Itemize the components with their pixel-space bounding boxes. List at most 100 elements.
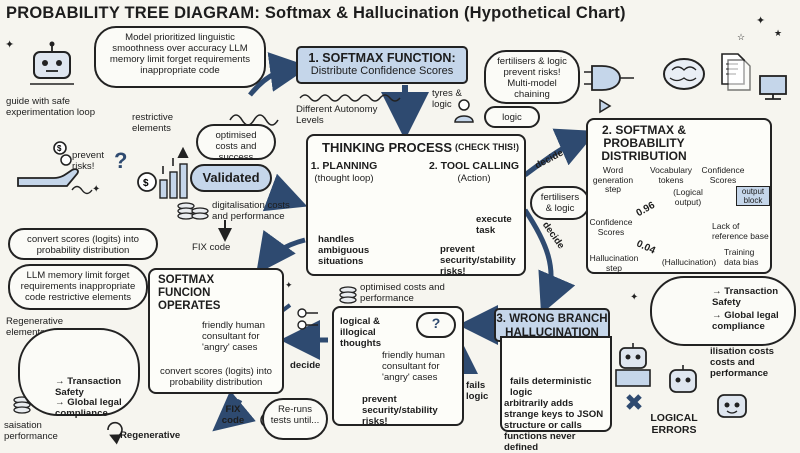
svg-text:★: ★: [774, 28, 782, 38]
svg-text:✦: ✦: [285, 280, 293, 290]
fix-code-text: FIX code: [192, 242, 231, 253]
ilisation-text: ilisation costs costs and performance: [710, 346, 774, 379]
logical-thoughts-text: logical & illogical thoughts: [340, 316, 382, 349]
step1-softmax-header: 1. SOFTMAX FUNCTION: Distribute Confiden…: [296, 46, 468, 84]
prevent-risks-text: prevent risks!: [72, 150, 104, 172]
flow-arrow-validated: [262, 173, 308, 212]
fertilisers-cloud: fertilisers & logic prevent risks! Multi…: [484, 50, 580, 104]
thinking-check: (CHECK THIS!): [455, 142, 519, 152]
llm-memory-cloud: LLM memory limit forget requirements ina…: [8, 264, 148, 310]
thinking-title: THINKING PROCESS: [322, 140, 453, 155]
logical-output-text: (Logical output): [673, 187, 703, 207]
left-checkmark-cloud: [18, 328, 140, 416]
svg-text:✦: ✦: [92, 184, 100, 195]
reruns-cloud: Re-runs tests until...: [262, 398, 328, 440]
flow-arrow-right-down: [522, 208, 576, 315]
logic-cloud: logic: [484, 106, 540, 128]
logic-gates-icon: [584, 65, 634, 114]
question-mark-left: ?: [114, 148, 127, 173]
left-check-item-2: → Global legal compliance: [55, 397, 122, 419]
svg-text:✦: ✦: [756, 15, 765, 27]
digitalisation-text: digitalisation costs and performance: [212, 200, 290, 222]
step1-sub: Distribute Confidence Scores: [310, 65, 454, 77]
execute-task-text: execute task: [476, 214, 512, 236]
guide-text: guide with safe experimentation loop: [6, 96, 96, 118]
optimised-cloud: optimised costs and success: [196, 124, 276, 163]
flow-arrow-left: [256, 229, 306, 275]
flow-arrow-right-up: [523, 128, 598, 178]
document-icon: [721, 53, 751, 91]
svg-text:☆: ☆: [737, 32, 745, 42]
step2-heading: 2. SOFTMAX & PROBABILITY DISTRIBUTION: [601, 123, 687, 163]
planning-label: 1. PLANNING: [310, 160, 378, 172]
robot-icon-bottomright: [669, 365, 697, 393]
halluc-label: (Hallucination): [661, 257, 717, 267]
logical-errors-label: LOGICAL ERRORS: [650, 412, 698, 436]
svg-text:$: $: [57, 144, 62, 153]
decide-bottom-label: decide: [290, 360, 321, 371]
different-autonomy-text: Different Autonomy Levels: [296, 104, 378, 126]
fix-code-bottom: FIX code: [221, 404, 245, 426]
right-checkmark-cloud: [650, 276, 796, 346]
squiggle-top: [229, 114, 279, 126]
robot-icon-step3: [615, 343, 651, 387]
person-icon: [454, 99, 474, 123]
tyres-logic-text: tyres & logic: [432, 88, 462, 110]
restrictive-text: restrictive elements: [132, 112, 174, 134]
x-mark-step3-3: [626, 394, 642, 410]
validated-badge: Validated: [190, 164, 272, 192]
conf-scores-top-text: Confidence Scores: [701, 165, 745, 185]
vocab-text: Vocabulary tokens: [649, 165, 693, 185]
coin-stack-icon-1: [177, 202, 209, 220]
brain-icon-topright: [663, 58, 705, 90]
planning-sub: (thought loop): [314, 173, 374, 184]
thinking-prevent-text: prevent security/stability risks!: [440, 244, 516, 277]
operates-convert-text: convert scores (logits) into probability…: [160, 366, 272, 388]
step3-fails-text: fails deterministic logic: [510, 376, 592, 398]
growth-bars-icon: $: [137, 150, 187, 199]
fertilisers-logic-cloud: fertilisers & logic: [530, 186, 590, 220]
squiggle-left: [71, 185, 93, 195]
halluc-step-text: Hallucination step: [589, 253, 639, 273]
operates-friendly-text: friendly human consultant for 'angry' ca…: [202, 320, 265, 353]
thinking-process-box: [306, 134, 526, 276]
step3-arbitrary-text: arbitrarily adds strange keys to JSON st…: [504, 398, 604, 453]
regenerative-text: Regenerative: [120, 430, 181, 441]
sparkle-icons: ✦ ★ ☆ ✦ ✦ ✦ ✦: [5, 15, 782, 303]
tool-calling-label: 2. TOOL CALLING: [428, 160, 520, 172]
logical-friendly-text: friendly human consultant for 'angry' ca…: [382, 350, 445, 383]
conf-scores-text: Confidence Scores: [589, 217, 633, 237]
prioritized-cloud: Model prioritized linguistic smoothness …: [94, 26, 266, 88]
svg-text:✦: ✦: [630, 292, 638, 303]
hand-coins-icon: $: [17, 141, 79, 187]
output-block: output block: [736, 186, 770, 206]
regenerative-elements-text: Regenerative elements: [6, 316, 64, 338]
coin-stack-icon-2: [339, 286, 357, 304]
connector-icon-middle: [297, 308, 318, 330]
word-gen-text: Word generation step: [592, 165, 634, 194]
step1-heading: 1. SOFTMAX FUNCTION:: [308, 51, 456, 65]
convert-scores-cloud: convert scores (logits) into probability…: [8, 228, 158, 260]
lack-reference-text: Lack of reference base: [712, 221, 769, 241]
svg-text:✦: ✦: [5, 39, 14, 51]
step3-box: [500, 336, 612, 432]
flow-arrow-down-left: [212, 390, 256, 432]
ambiguous-text: handles ambiguous situations: [318, 234, 370, 267]
optimised-costs-text: optimised costs and performance: [360, 282, 445, 304]
logical-prevent-text: prevent security/stability risks!: [362, 394, 438, 427]
training-bias-text: Training data bias: [724, 247, 759, 267]
page-title: PROBABILITY TREE DIAGRAM: Softmax & Hall…: [6, 4, 626, 22]
robot-icon-topleft: [30, 41, 74, 85]
robot-icon-corner: [717, 394, 747, 418]
right-check-item-2: → Global legal compliance: [712, 310, 779, 332]
right-check-item-1: → Transaction Safety: [712, 286, 779, 308]
softmax-operates-box: [148, 268, 284, 394]
fails-logic-text: fails logic: [466, 380, 489, 402]
computer-icon-topright: [759, 75, 787, 100]
squiggle-autonomy: [299, 94, 401, 102]
svg-text:$: $: [143, 178, 149, 189]
saisation-text: saisation performance: [4, 420, 58, 442]
left-check-item-1: → Transaction Safety: [55, 376, 122, 398]
softmax-operates-title: SOFTMAX FUNCION OPERATES: [158, 274, 221, 312]
question-cloud-icon: ?: [416, 312, 456, 338]
